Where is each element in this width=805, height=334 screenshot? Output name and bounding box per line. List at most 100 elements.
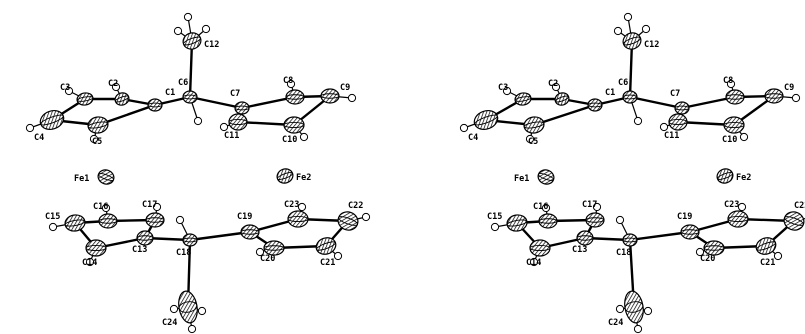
atom-ellipsoid — [529, 239, 551, 257]
atom-principal-ellipse — [723, 121, 745, 129]
hydrogen-atom — [347, 93, 357, 103]
atom-principal-ellipse — [716, 172, 734, 180]
hydrogen-atom — [169, 304, 179, 314]
atom-label-c18: C18 — [176, 248, 191, 258]
atom-fe1: Fe1 — [74, 169, 115, 185]
atom-label-c2: C2 — [108, 79, 118, 89]
atom-principal-ellipse — [114, 95, 130, 103]
hydrogen-atom — [623, 12, 633, 22]
atom-c21: C21 — [755, 237, 777, 268]
hydrogen-atom — [64, 86, 74, 96]
atom-ellipsoid — [234, 101, 250, 115]
atom-ellipsoid — [85, 239, 107, 257]
hydrogen-atom — [773, 251, 783, 261]
atom-label-c12: C12 — [644, 40, 659, 50]
hydrogen-atom — [502, 86, 512, 96]
atom-c17: C17 — [582, 200, 605, 228]
atom-c23: C23 — [724, 200, 749, 228]
atom-c16: C16 — [93, 202, 118, 229]
hydrogen-atom — [529, 257, 539, 267]
atom-c2: C2 — [108, 79, 130, 106]
atom-ellipsoid — [283, 116, 305, 134]
hydrogen-atom — [633, 324, 643, 334]
atom-principal-ellipse — [554, 95, 570, 103]
hydrogen-atom — [201, 24, 211, 34]
atom-label-c14: C14 — [526, 258, 541, 268]
hydrogen-atom — [695, 247, 705, 257]
atom-fe2: Fe2 — [716, 168, 751, 184]
atom-principal-ellipse — [623, 36, 641, 46]
atom-principal-ellipse — [756, 241, 776, 251]
atom-c4: C4 — [34, 109, 65, 143]
atom-principal-ellipse — [234, 105, 250, 111]
atom-label-c13: C13 — [132, 245, 147, 255]
atom-ellipsoid — [98, 213, 118, 229]
hydrogen-atom — [739, 132, 749, 142]
atom-ellipsoid — [725, 89, 745, 105]
atom-principal-ellipse — [98, 218, 118, 224]
bond-c5-c1 — [532, 103, 597, 127]
atom-c7: C7 — [670, 89, 690, 115]
atom-principal-ellipse — [182, 237, 198, 243]
atom-principal-ellipse — [287, 215, 309, 223]
atom-c13: C13 — [132, 230, 154, 255]
atom-ellipsoid — [703, 240, 725, 256]
atom-label-c6: C6 — [178, 78, 188, 88]
atom-c2: C2 — [548, 79, 570, 106]
atom-principal-ellipse — [585, 217, 605, 223]
hydrogen-atom — [525, 134, 535, 144]
atom-label-c1: C1 — [165, 88, 175, 98]
atom-label-c12: C12 — [204, 40, 219, 50]
atom-label-c15: C15 — [45, 212, 60, 222]
atom-ellipsoid — [240, 224, 260, 240]
atom-principal-ellipse — [537, 173, 555, 181]
atom-label-c17: C17 — [582, 200, 597, 210]
atom-label-c13: C13 — [572, 245, 587, 255]
atom-c24: C24 — [608, 290, 644, 328]
atom-principal-ellipse — [285, 94, 305, 100]
atom-label-c23: C23 — [724, 200, 739, 210]
atom-ellipsoid — [263, 240, 285, 256]
atom-c20: C20 — [260, 240, 285, 264]
bond-c6-c7 — [628, 95, 684, 110]
hydrogen-atom — [791, 93, 801, 103]
atom-ellipsoid — [723, 116, 745, 134]
atom-c8: C8 — [283, 76, 305, 105]
bond-c18-c19 — [628, 230, 692, 242]
hydrogen-atom — [197, 306, 207, 316]
atom-principal-ellipse — [320, 93, 340, 99]
atom-c3: C3 — [498, 83, 532, 106]
hydrogen-atom — [173, 26, 183, 36]
hydrogen-atom — [286, 79, 296, 89]
atom-label-c5: C5 — [528, 137, 538, 147]
atom-c12: C12 — [182, 32, 219, 50]
atom-principal-ellipse — [87, 121, 109, 129]
hydrogen-atom — [633, 116, 643, 126]
atom-principal-ellipse — [624, 301, 644, 313]
atom-label-c14: C14 — [82, 258, 97, 268]
atom-c23: C23 — [284, 200, 309, 228]
atom-principal-ellipse — [183, 36, 201, 46]
atom-c19: C19 — [677, 212, 700, 240]
atom-principal-ellipse — [523, 121, 545, 129]
hydrogen-atom — [89, 134, 99, 144]
atom-label-c17: C17 — [142, 200, 157, 210]
atom-label-c2: C2 — [548, 79, 558, 89]
atom-principal-ellipse — [622, 94, 638, 100]
atom-principal-ellipse — [622, 237, 638, 243]
atom-c9: C9 — [764, 83, 794, 104]
atom-c6: C6 — [178, 78, 198, 104]
hydrogen-atom — [48, 222, 58, 232]
hydrogen-atom — [615, 304, 625, 314]
atom-ellipsoid — [147, 98, 163, 112]
atom-principal-ellipse — [263, 245, 285, 251]
atom-ellipsoid — [680, 224, 700, 240]
atom-principal-ellipse — [668, 118, 688, 126]
atom-principal-ellipse — [576, 235, 594, 241]
atom-principal-ellipse — [674, 105, 690, 111]
atom-principal-ellipse — [136, 235, 154, 241]
hydrogen-atom — [333, 251, 343, 261]
hydrogen-atom — [111, 82, 121, 92]
atom-principal-ellipse — [538, 218, 558, 224]
atom-label-c6: C6 — [618, 78, 628, 88]
